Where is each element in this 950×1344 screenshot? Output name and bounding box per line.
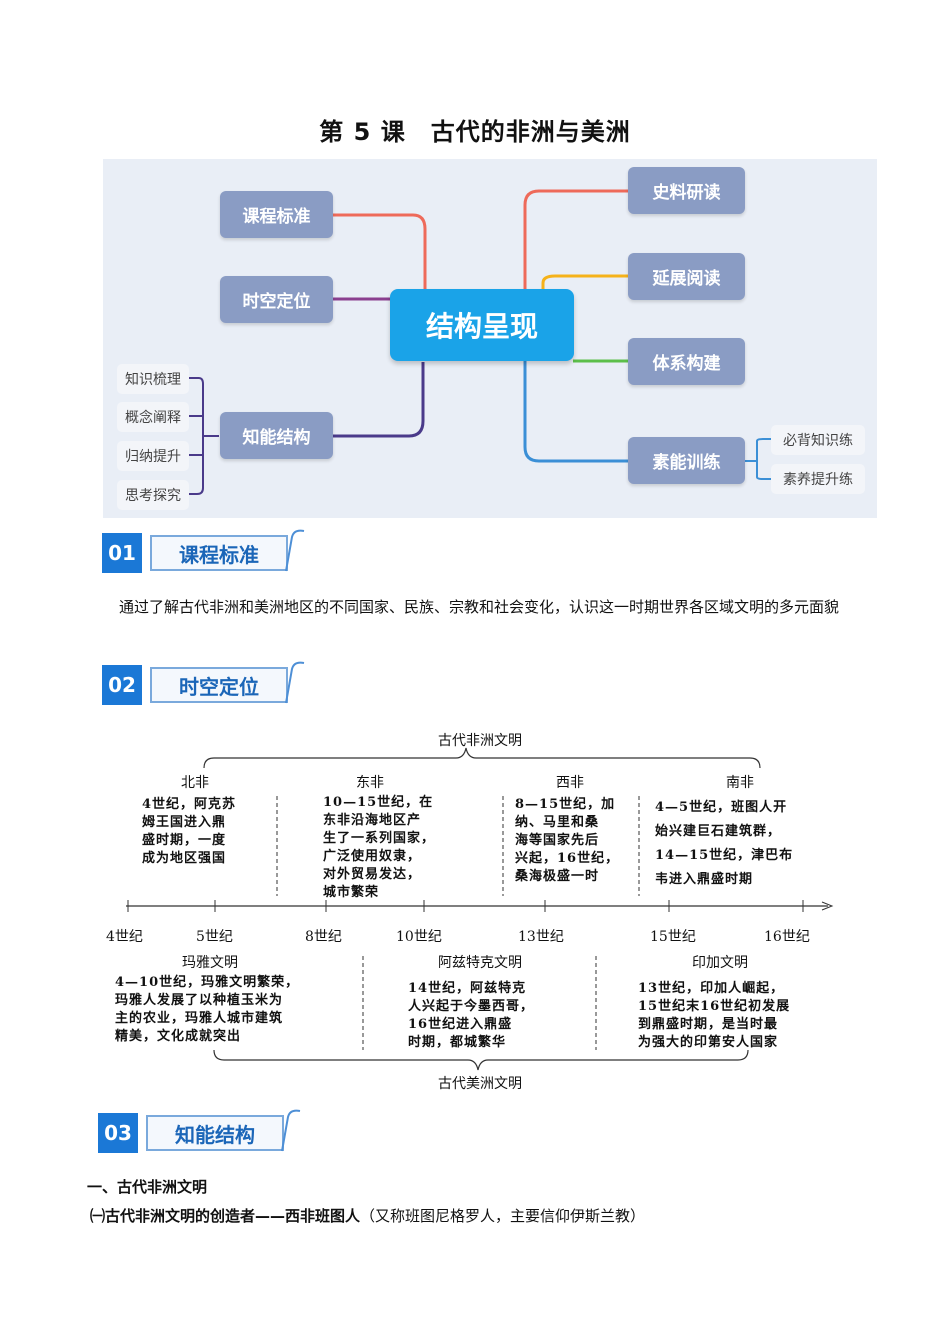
section-number: 02	[102, 665, 142, 705]
section-header-03: 03 知能结构	[94, 1107, 309, 1159]
course-standard-text: 通过了解古代非洲和美洲地区的不同国家、民族、宗教和社会变化，认识这一时期世界各区…	[119, 598, 840, 616]
civilization-aztec: 阿兹特克文明	[438, 955, 522, 971]
heading-level-1: 一、古代非洲文明	[87, 1178, 208, 1196]
mindmap-node-right-3: 体系构建	[628, 338, 745, 385]
civilization-maya: 玛雅文明	[182, 955, 238, 971]
region-text-south-africa: 4—5世纪，班图人开始兴建巨石建筑群， 14—15世纪，津巴布韦进入鼎盛时期	[655, 800, 794, 887]
mindmap-sub-left-3: 归纳提升	[117, 441, 189, 471]
tick-label: 8世纪	[305, 929, 342, 945]
tick-label: 10世纪	[396, 929, 442, 945]
tick-label: 4世纪	[106, 929, 143, 945]
mindmap-connectors	[189, 189, 771, 495]
timeline-diagram: 古代非洲文明 北非 4世纪，阿克苏姆王国进入鼎 盛时期，一度成为地区强国 东非 …	[0, 720, 950, 1100]
timeline-top-label: 古代非洲文明	[438, 733, 522, 749]
region-south-africa: 南非	[726, 775, 754, 791]
tick-label: 13世纪	[518, 929, 564, 945]
section-header-01: 01 课程标准	[98, 527, 313, 579]
mindmap-node-left-3: 知能结构	[220, 412, 333, 459]
heading-level-2-note: （又称班图尼格罗人，主要信仰伊斯兰教）	[360, 1207, 646, 1225]
section-label: 课程标准	[150, 535, 288, 571]
section-label: 时空定位	[150, 667, 288, 703]
section-number: 03	[98, 1113, 138, 1153]
mindmap-node-right-4: 素能训练	[628, 437, 745, 484]
tick-label: 16世纪	[764, 929, 810, 945]
mindmap-sub-left-4: 思考探究	[117, 480, 189, 510]
mindmap-node-right-2: 延展阅读	[628, 253, 745, 300]
region-text-west-africa: 8—15世纪，加纳、马里和桑 海等国家先后兴起，16世纪， 桑海极盛一时	[515, 797, 620, 884]
section-number: 01	[102, 533, 142, 573]
timeline-lines	[126, 747, 834, 1071]
mindmap-node-right-1: 史料研读	[628, 167, 745, 214]
region-west-africa: 西非	[556, 775, 584, 791]
structure-mindmap: 课程标准 时空定位 知能结构 知识梳理 概念阐释 归纳提升 思考探究 结构呈现 …	[103, 159, 877, 518]
civilization-inca: 印加文明	[692, 955, 748, 971]
civilization-text-inca: 13世纪，印加人崛起，15世纪末16世纪初发展 到鼎盛时期，是当时最为强大的印第…	[638, 981, 791, 1050]
tick-label: 15世纪	[650, 929, 696, 945]
mindmap-sub-right-1: 必背知识练	[771, 425, 865, 455]
heading-level-2: ㈠古代非洲文明的创造者——西非班图人（又称班图尼格罗人，主要信仰伊斯兰教）	[90, 1205, 645, 1226]
mindmap-sub-right-2: 素养提升练	[771, 464, 865, 494]
ribbon-swirl-icon	[281, 1109, 301, 1152]
civilization-text-maya: 4—10世纪，玛雅文明繁荣，玛雅人发展了以种植玉米为 主的农业，玛雅人城市建筑精…	[115, 975, 300, 1044]
mindmap-node-left-2: 时空定位	[220, 276, 333, 323]
section-header-02: 02 时空定位	[98, 659, 313, 711]
mindmap-sub-left-1: 知识梳理	[117, 364, 189, 394]
mindmap-node-left-1: 课程标准	[220, 191, 333, 238]
region-text-east-africa: 10—15世纪，在东非沿海地区产 生了一系列国家，广泛使用奴隶， 对外贸易发达，…	[323, 795, 436, 900]
region-east-africa: 东非	[356, 775, 384, 791]
tick-label: 5世纪	[196, 929, 233, 945]
heading-level-2-main: ㈠古代非洲文明的创造者——西非班图人	[90, 1207, 361, 1225]
mindmap-sub-left-2: 概念阐释	[117, 402, 189, 432]
region-north-africa: 北非	[181, 775, 209, 791]
page-title: 第 5 课 古代的非洲与美洲	[319, 118, 631, 146]
civilization-text-aztec: 14世纪，阿兹特克人兴起于今墨西哥， 16世纪进入鼎盛时期，都城繁华	[408, 981, 535, 1050]
ribbon-swirl-icon	[285, 661, 305, 704]
mindmap-center: 结构呈现	[390, 289, 574, 361]
region-text-north-africa: 4世纪，阿克苏姆王国进入鼎 盛时期，一度成为地区强国	[142, 797, 237, 866]
ribbon-swirl-icon	[285, 529, 305, 572]
timeline-bottom-label: 古代美洲文明	[438, 1076, 522, 1092]
section-label: 知能结构	[146, 1115, 284, 1151]
